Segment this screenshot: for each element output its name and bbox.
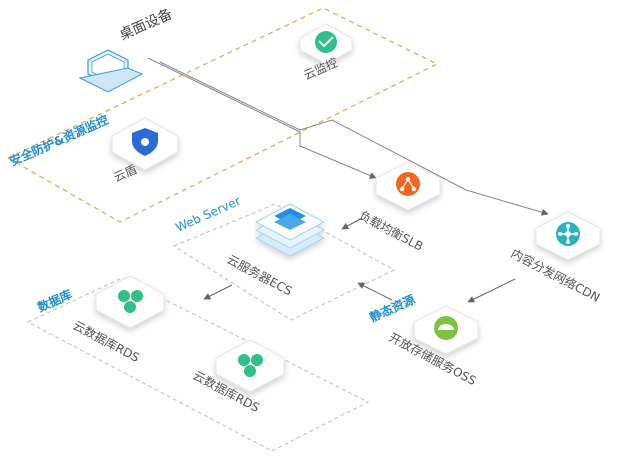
webserver-label: Web Server <box>174 194 243 235</box>
cloud-monitor-icon <box>315 31 337 53</box>
cdn-to-oss-arrow <box>467 278 516 303</box>
network-node-icon <box>396 172 420 196</box>
shield-label: 云盾 <box>112 162 140 185</box>
shield-icon <box>132 128 158 156</box>
slb-label: 负载均衡SLB <box>357 208 426 253</box>
ecs-label: 云服务器ECS <box>225 251 295 298</box>
cluster-icon <box>118 290 143 313</box>
cluster-icon <box>238 354 263 377</box>
desktop-to-slb-line <box>147 57 377 179</box>
slb-to-ecs-arrow <box>341 217 363 230</box>
desktop-to-cdn-line <box>159 61 549 216</box>
storage-icon <box>434 316 458 340</box>
db-group-label: 数据库 <box>35 286 74 314</box>
static-label: 静态资源 <box>367 292 417 325</box>
ecs-to-rds-arrow <box>203 284 233 300</box>
desktop-label: 桌面设备 <box>117 5 175 43</box>
database-group-outline <box>26 277 370 452</box>
server-stack-icon <box>274 208 306 230</box>
security-group-outline <box>6 7 439 223</box>
webserver-group-outline <box>172 203 396 321</box>
laptop-icon <box>78 49 144 93</box>
hub-icon <box>556 222 580 246</box>
oss-to-ecs-arrow <box>357 282 393 301</box>
security-group-label: 安全防护&资源监控 <box>7 112 110 169</box>
